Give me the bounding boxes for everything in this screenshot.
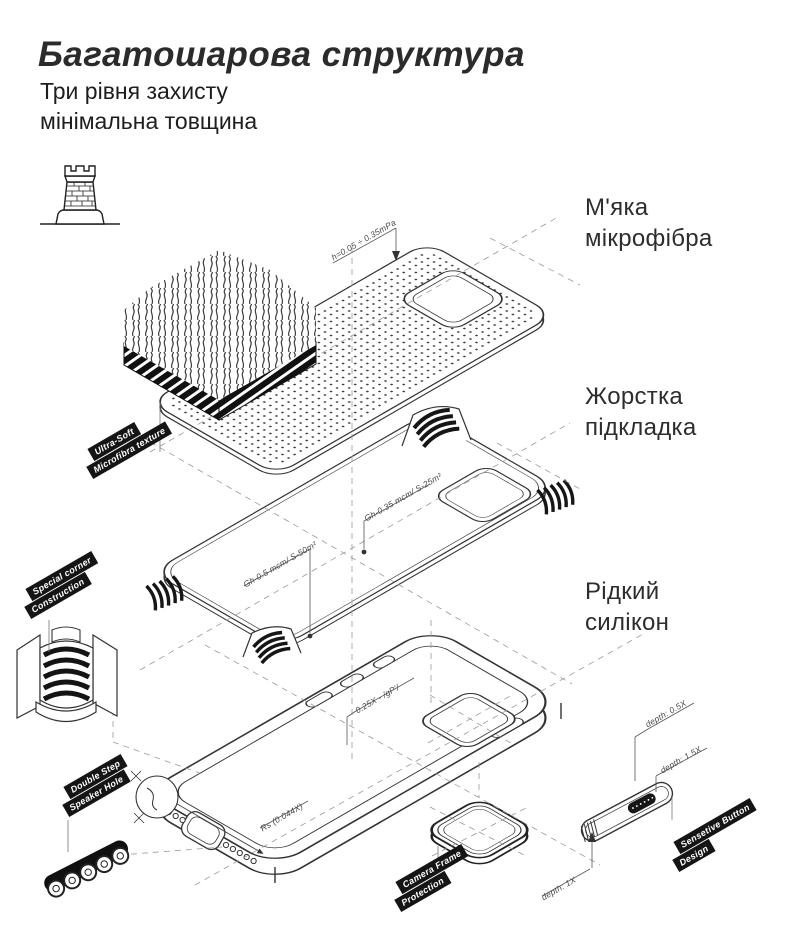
construction-lines	[112, 216, 646, 886]
page-subtitle: Три рівня захисту мінімальна товщина	[40, 76, 257, 136]
page-title: Багатошарова структура	[38, 35, 526, 75]
button-strip-piece	[580, 781, 674, 843]
rs-dimension-arrow	[170, 800, 264, 854]
rook-tower-icon	[40, 165, 120, 225]
layer-hard-lining	[145, 405, 575, 665]
leader-dot-2	[307, 633, 313, 639]
magnifier-detail	[130, 770, 179, 824]
flex-ribs-top	[412, 407, 460, 449]
subtitle-line-1: Три рівня захисту	[40, 78, 228, 104]
flex-ribs-bottom	[252, 630, 291, 665]
arrow-down	[392, 251, 400, 261]
speaker-grommet-bar	[44, 840, 130, 898]
flex-ribs-right-corner	[536, 479, 575, 515]
label-soft-microfiber: М'яка мікрофібра	[585, 194, 713, 252]
fur-texture-block	[123, 250, 317, 421]
corner-piece	[16, 626, 118, 722]
label-hard-lining: Жорстка підкладка	[585, 383, 697, 441]
flex-ribs-left-corner	[145, 575, 184, 611]
label-liquid-silicone: Рідкий силікон	[585, 578, 670, 636]
leader-dot-1	[361, 549, 367, 555]
subtitle-line-2: мінімальна товщина	[40, 108, 258, 134]
arrow-up	[588, 832, 596, 842]
layer-silicone-case	[144, 635, 562, 883]
